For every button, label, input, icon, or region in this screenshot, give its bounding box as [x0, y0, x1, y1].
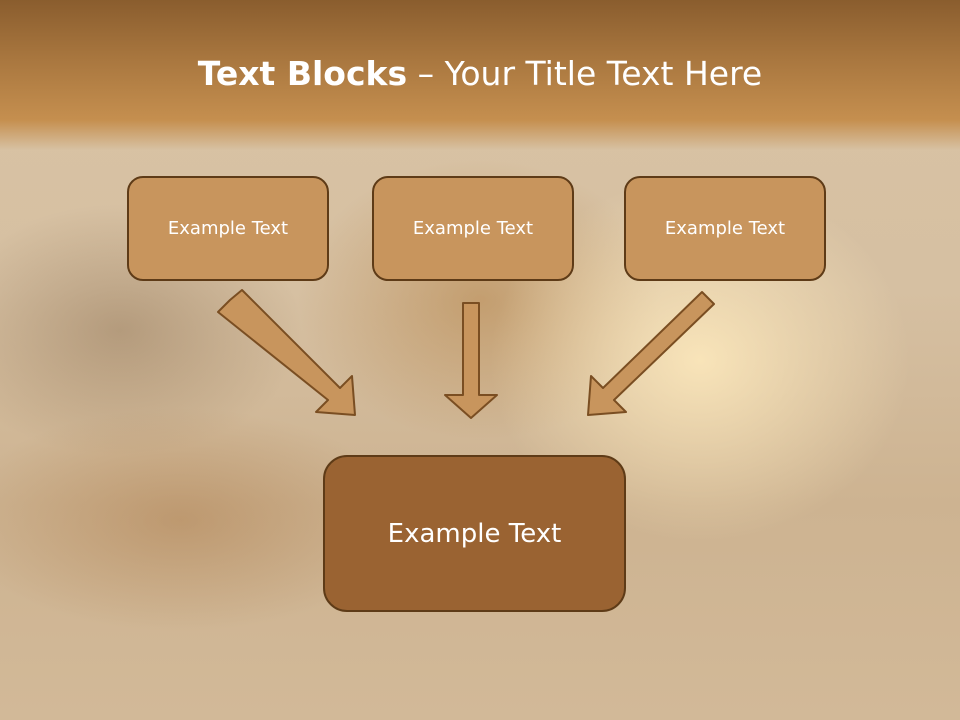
title-band — [0, 0, 960, 150]
title-rest: – Your Title Text Here — [407, 54, 763, 93]
text-block-3[interactable]: Example Text — [624, 176, 826, 281]
arrow-center — [444, 302, 498, 419]
arrow-right — [587, 291, 715, 416]
title-strong: Text Blocks — [197, 54, 408, 93]
target-block-label: Example Text — [387, 518, 562, 549]
text-block-3-label: Example Text — [664, 218, 786, 239]
text-block-1[interactable]: Example Text — [127, 176, 329, 281]
target-block[interactable]: Example Text — [323, 455, 626, 612]
arrow-left — [217, 289, 356, 416]
text-block-1-label: Example Text — [167, 218, 289, 239]
text-block-2-label: Example Text — [412, 218, 534, 239]
text-block-2[interactable]: Example Text — [372, 176, 574, 281]
slide-title: Text Blocks – Your Title Text Here — [0, 52, 960, 96]
